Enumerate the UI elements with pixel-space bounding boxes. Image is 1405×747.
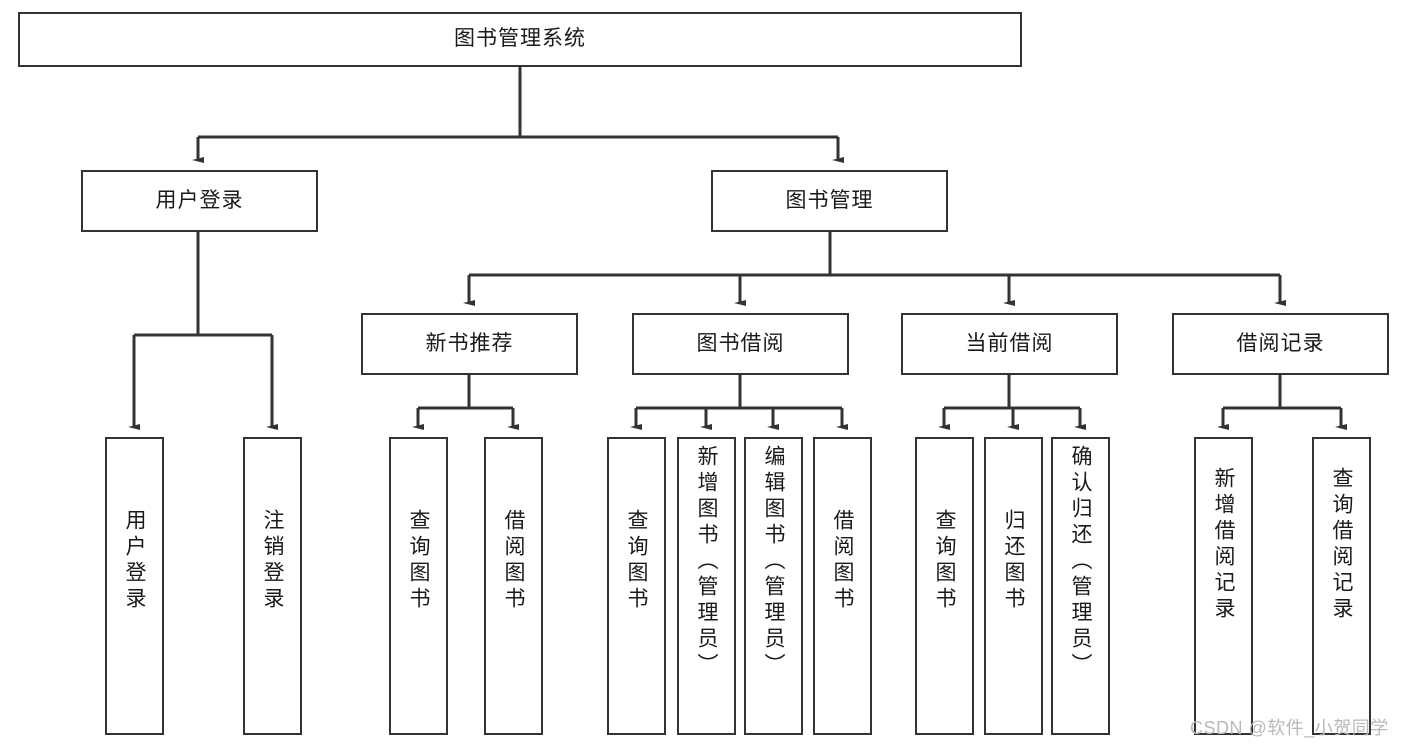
leaf-borrow-record-query-label: 查询借阅记录	[1330, 467, 1353, 623]
leaf-book-borrow-edit[interactable]: 编辑图书（管理员）	[744, 437, 803, 735]
leaf-current-borrow-return-label: 归还图书	[1002, 509, 1025, 613]
node-root[interactable]: 图书管理系统	[18, 12, 1022, 67]
leaf-current-borrow-return[interactable]: 归还图书	[984, 437, 1043, 735]
leaf-borrow-record-query[interactable]: 查询借阅记录	[1312, 437, 1371, 735]
node-root-label: 图书管理系统	[454, 27, 586, 51]
leaf-user-login-logout[interactable]: 注销登录	[243, 437, 302, 735]
leaf-new-book-borrow[interactable]: 借阅图书	[484, 437, 543, 735]
leaf-book-borrow-borrow-label: 借阅图书	[831, 509, 854, 613]
node-current-borrow[interactable]: 当前借阅	[901, 313, 1118, 375]
leaf-book-borrow-query-label: 查询图书	[625, 509, 648, 613]
watermark: CSDN @软件_小贺同学	[1190, 718, 1389, 738]
leaf-new-book-query-label: 查询图书	[407, 509, 430, 613]
leaf-new-book-borrow-label: 借阅图书	[502, 509, 525, 613]
leaf-current-borrow-query-label: 查询图书	[933, 509, 956, 613]
leaf-book-borrow-edit-label: 编辑图书（管理员）	[762, 445, 785, 679]
node-user-login[interactable]: 用户登录	[81, 170, 318, 232]
node-book-management[interactable]: 图书管理	[711, 170, 948, 232]
leaf-book-borrow-add[interactable]: 新增图书（管理员）	[677, 437, 736, 735]
leaf-current-borrow-confirm[interactable]: 确认归还（管理员）	[1051, 437, 1110, 735]
leaf-new-book-query[interactable]: 查询图书	[389, 437, 448, 735]
node-user-login-label: 用户登录	[155, 188, 244, 212]
leaf-borrow-record-add[interactable]: 新增借阅记录	[1194, 437, 1253, 735]
leaf-current-borrow-confirm-label: 确认归还（管理员）	[1069, 445, 1092, 679]
node-book-borrow[interactable]: 图书借阅	[632, 313, 849, 375]
node-new-book-recommend-label: 新书推荐	[425, 331, 514, 355]
node-book-borrow-label: 图书借阅	[696, 331, 785, 355]
leaf-book-borrow-add-label: 新增图书（管理员）	[695, 445, 718, 679]
leaf-user-login-login-label: 用户登录	[123, 509, 146, 613]
leaf-user-login-logout-label: 注销登录	[261, 509, 284, 613]
leaf-current-borrow-query[interactable]: 查询图书	[915, 437, 974, 735]
leaf-user-login-login[interactable]: 用户登录	[105, 437, 164, 735]
node-borrow-record[interactable]: 借阅记录	[1172, 313, 1389, 375]
leaf-book-borrow-query[interactable]: 查询图书	[607, 437, 666, 735]
node-book-management-label: 图书管理	[785, 188, 874, 212]
node-new-book-recommend[interactable]: 新书推荐	[361, 313, 578, 375]
node-current-borrow-label: 当前借阅	[965, 331, 1054, 355]
node-borrow-record-label: 借阅记录	[1236, 331, 1325, 355]
leaf-borrow-record-add-label: 新增借阅记录	[1212, 467, 1235, 623]
leaf-book-borrow-borrow[interactable]: 借阅图书	[813, 437, 872, 735]
